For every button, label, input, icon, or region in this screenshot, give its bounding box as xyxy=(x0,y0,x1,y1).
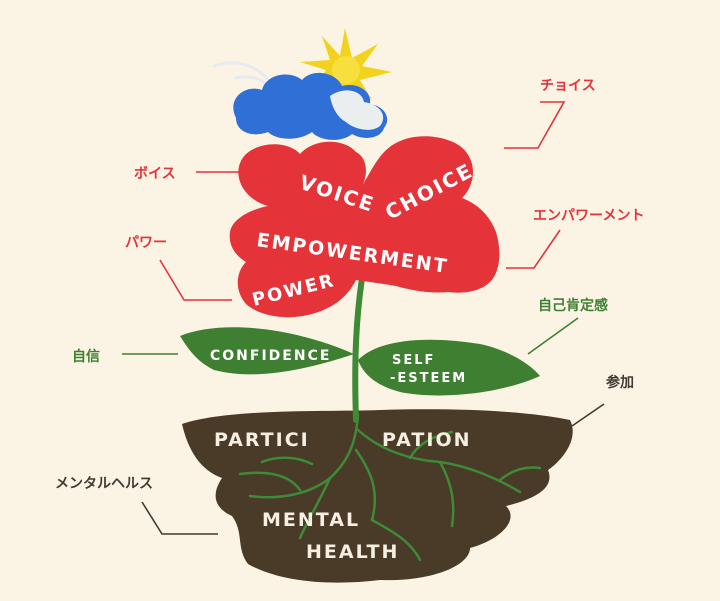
connector-lines xyxy=(122,101,605,535)
label-self-esteem: 自己肯定感 xyxy=(538,298,608,314)
leaf-right xyxy=(358,339,540,396)
roots xyxy=(238,413,542,562)
label-voice: ボイス xyxy=(134,166,176,182)
cloud-icon xyxy=(233,72,388,140)
leaf-text-confidence: CONFIDENCE xyxy=(210,348,331,364)
soil-text-partici: PARTICI xyxy=(214,429,310,451)
label-empowerment: エンパワーメント xyxy=(533,208,645,224)
soil-text-pation: PATION xyxy=(382,429,472,451)
soil-mound xyxy=(182,409,573,583)
label-confidence: 自信 xyxy=(72,349,100,365)
leaf-left xyxy=(180,327,354,375)
label-power: パワー xyxy=(125,235,167,251)
wind-lines xyxy=(212,61,274,92)
soil-text-health: HEALTH xyxy=(306,541,399,563)
leaf-text-self: SELF xyxy=(392,353,435,368)
soil-text-mental: MENTAL xyxy=(262,509,360,531)
label-choice: チョイス xyxy=(540,78,596,94)
flower-petals xyxy=(229,136,500,318)
stem xyxy=(352,275,365,423)
label-participation: 参加 xyxy=(606,375,634,391)
label-mental-health: メンタルヘルス xyxy=(55,476,153,492)
leaf-text-esteem: -ESTEEM xyxy=(390,371,467,386)
